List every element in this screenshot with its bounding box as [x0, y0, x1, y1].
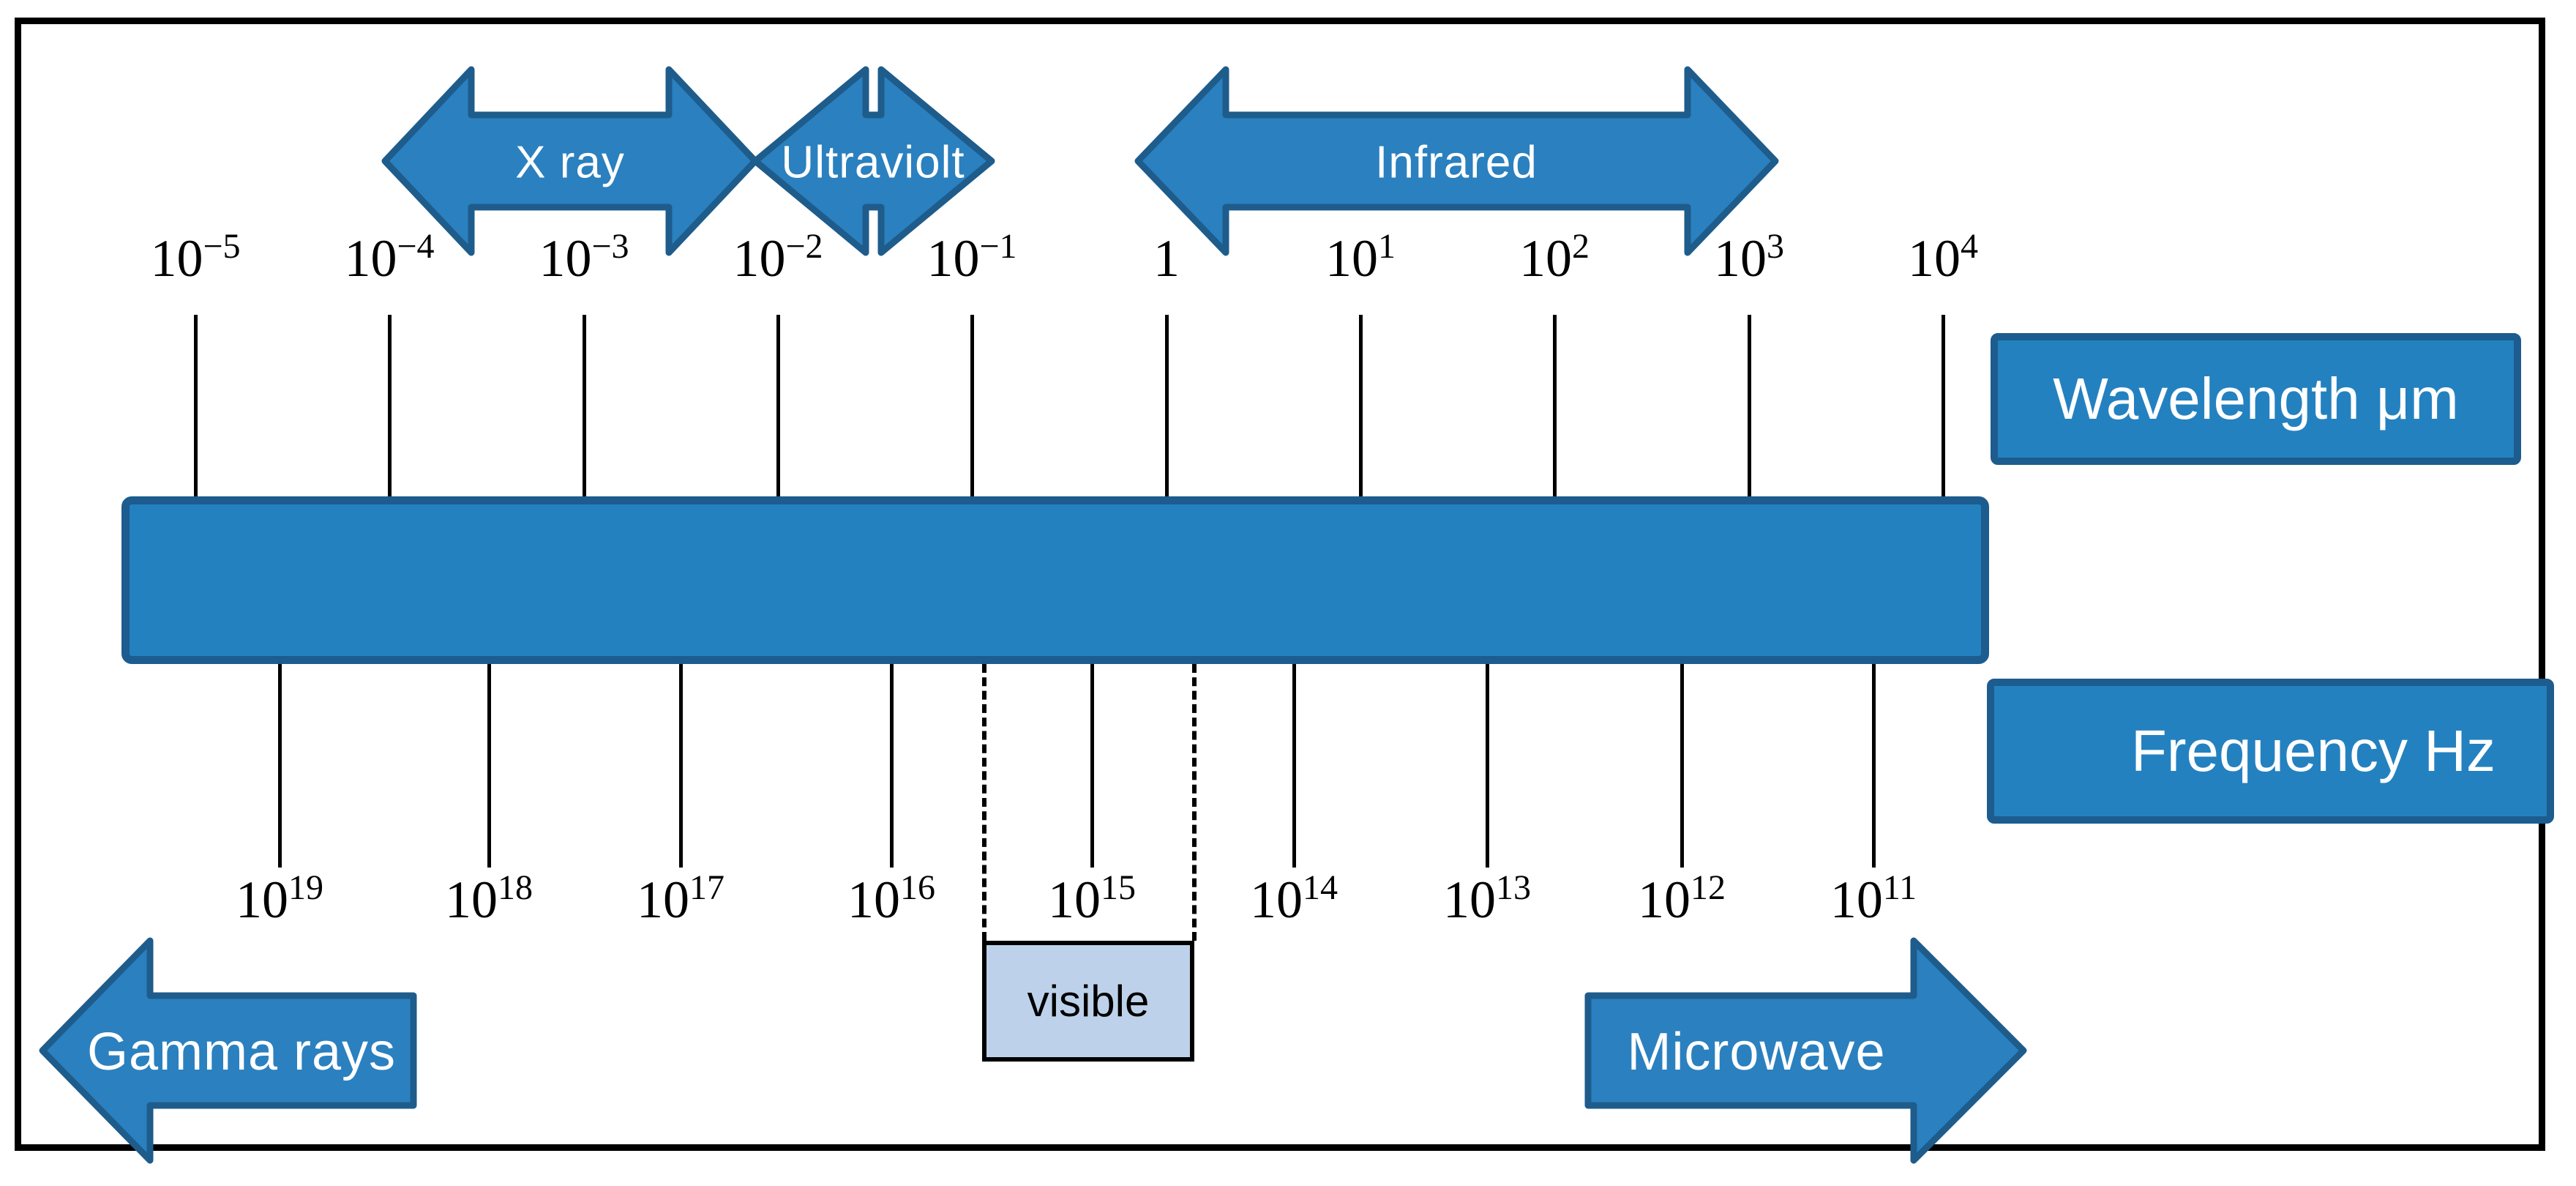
- gamma-band-label: Gamma rays: [86, 1023, 397, 1081]
- infrared-band-label: Infrared: [1375, 137, 1538, 188]
- frequency-tick: [1090, 664, 1094, 868]
- infrared-band-arrow: [1134, 66, 1779, 256]
- wavelength-tick: [1748, 315, 1751, 496]
- wavelength-tick-label: 10−4: [344, 227, 435, 288]
- frequency-tick-label: 1013: [1443, 868, 1531, 930]
- wavelength-tick: [776, 315, 780, 496]
- frequency-tick-label: 1012: [1638, 868, 1726, 930]
- frequency-tick-label: 1016: [847, 868, 935, 930]
- xray-band-label: X ray: [515, 137, 625, 188]
- frequency-tick-label: 1017: [637, 868, 724, 930]
- wavelength-tick: [583, 315, 586, 496]
- visible-band-label: visible: [1027, 977, 1150, 1026]
- wavelength-tick: [1553, 315, 1557, 496]
- visible-band-box: visible: [982, 941, 1194, 1062]
- visible-band-right-dashed-line: [1192, 664, 1197, 941]
- wavelength-tick: [1359, 315, 1363, 496]
- wavelength-tick-label: 103: [1714, 227, 1784, 288]
- wavelength-tick: [388, 315, 392, 496]
- wavelength-unit-box: Wavelength μm: [1991, 333, 2521, 465]
- frequency-tick: [1872, 664, 1876, 868]
- frequency-tick: [1680, 664, 1684, 868]
- wavelength-tick-label: 102: [1519, 227, 1590, 288]
- diagram-border: [15, 18, 2545, 1151]
- wavelength-tick-label: 1: [1153, 229, 1180, 288]
- wavelength-tick: [1942, 315, 1945, 496]
- frequency-unit-label: Frequency Hz: [2131, 718, 2496, 783]
- wavelength-tick: [1165, 315, 1169, 496]
- wavelength-tick-label: 104: [1908, 227, 1978, 288]
- frequency-tick: [487, 664, 491, 868]
- frequency-tick-label: 1015: [1048, 868, 1136, 930]
- frequency-tick-label: 1014: [1250, 868, 1338, 930]
- frequency-tick: [1292, 664, 1296, 868]
- gamma-band-arrow: [39, 937, 417, 1164]
- frequency-tick-label: 1018: [445, 868, 533, 930]
- frequency-tick: [890, 664, 894, 868]
- wavelength-unit-label: Wavelength μm: [2053, 366, 2459, 431]
- wavelength-tick: [194, 315, 198, 496]
- visible-band-left-dashed-line: [982, 664, 986, 941]
- wavelength-tick-label: 10−3: [539, 227, 629, 288]
- frequency-tick: [1486, 664, 1489, 868]
- wavelength-tick-label: 10−5: [150, 227, 241, 288]
- ultraviolet-band-label: Ultraviolt: [781, 137, 965, 188]
- spectrum-bar: [121, 496, 1989, 664]
- frequency-tick-label: 1019: [236, 868, 323, 930]
- microwave-band-label: Microwave: [1627, 1023, 1886, 1081]
- ultraviolet-band-arrow: [752, 66, 995, 256]
- wavelength-tick-label: 101: [1325, 227, 1396, 288]
- microwave-band-arrow: [1584, 937, 2027, 1164]
- wavelength-tick-label: 10−1: [926, 227, 1017, 288]
- frequency-unit-box: Frequency Hz: [1987, 679, 2554, 824]
- wavelength-tick: [970, 315, 974, 496]
- frequency-tick: [278, 664, 282, 868]
- wavelength-tick-label: 10−2: [733, 227, 823, 288]
- frequency-tick-label: 1011: [1830, 868, 1917, 930]
- frequency-tick: [679, 664, 683, 868]
